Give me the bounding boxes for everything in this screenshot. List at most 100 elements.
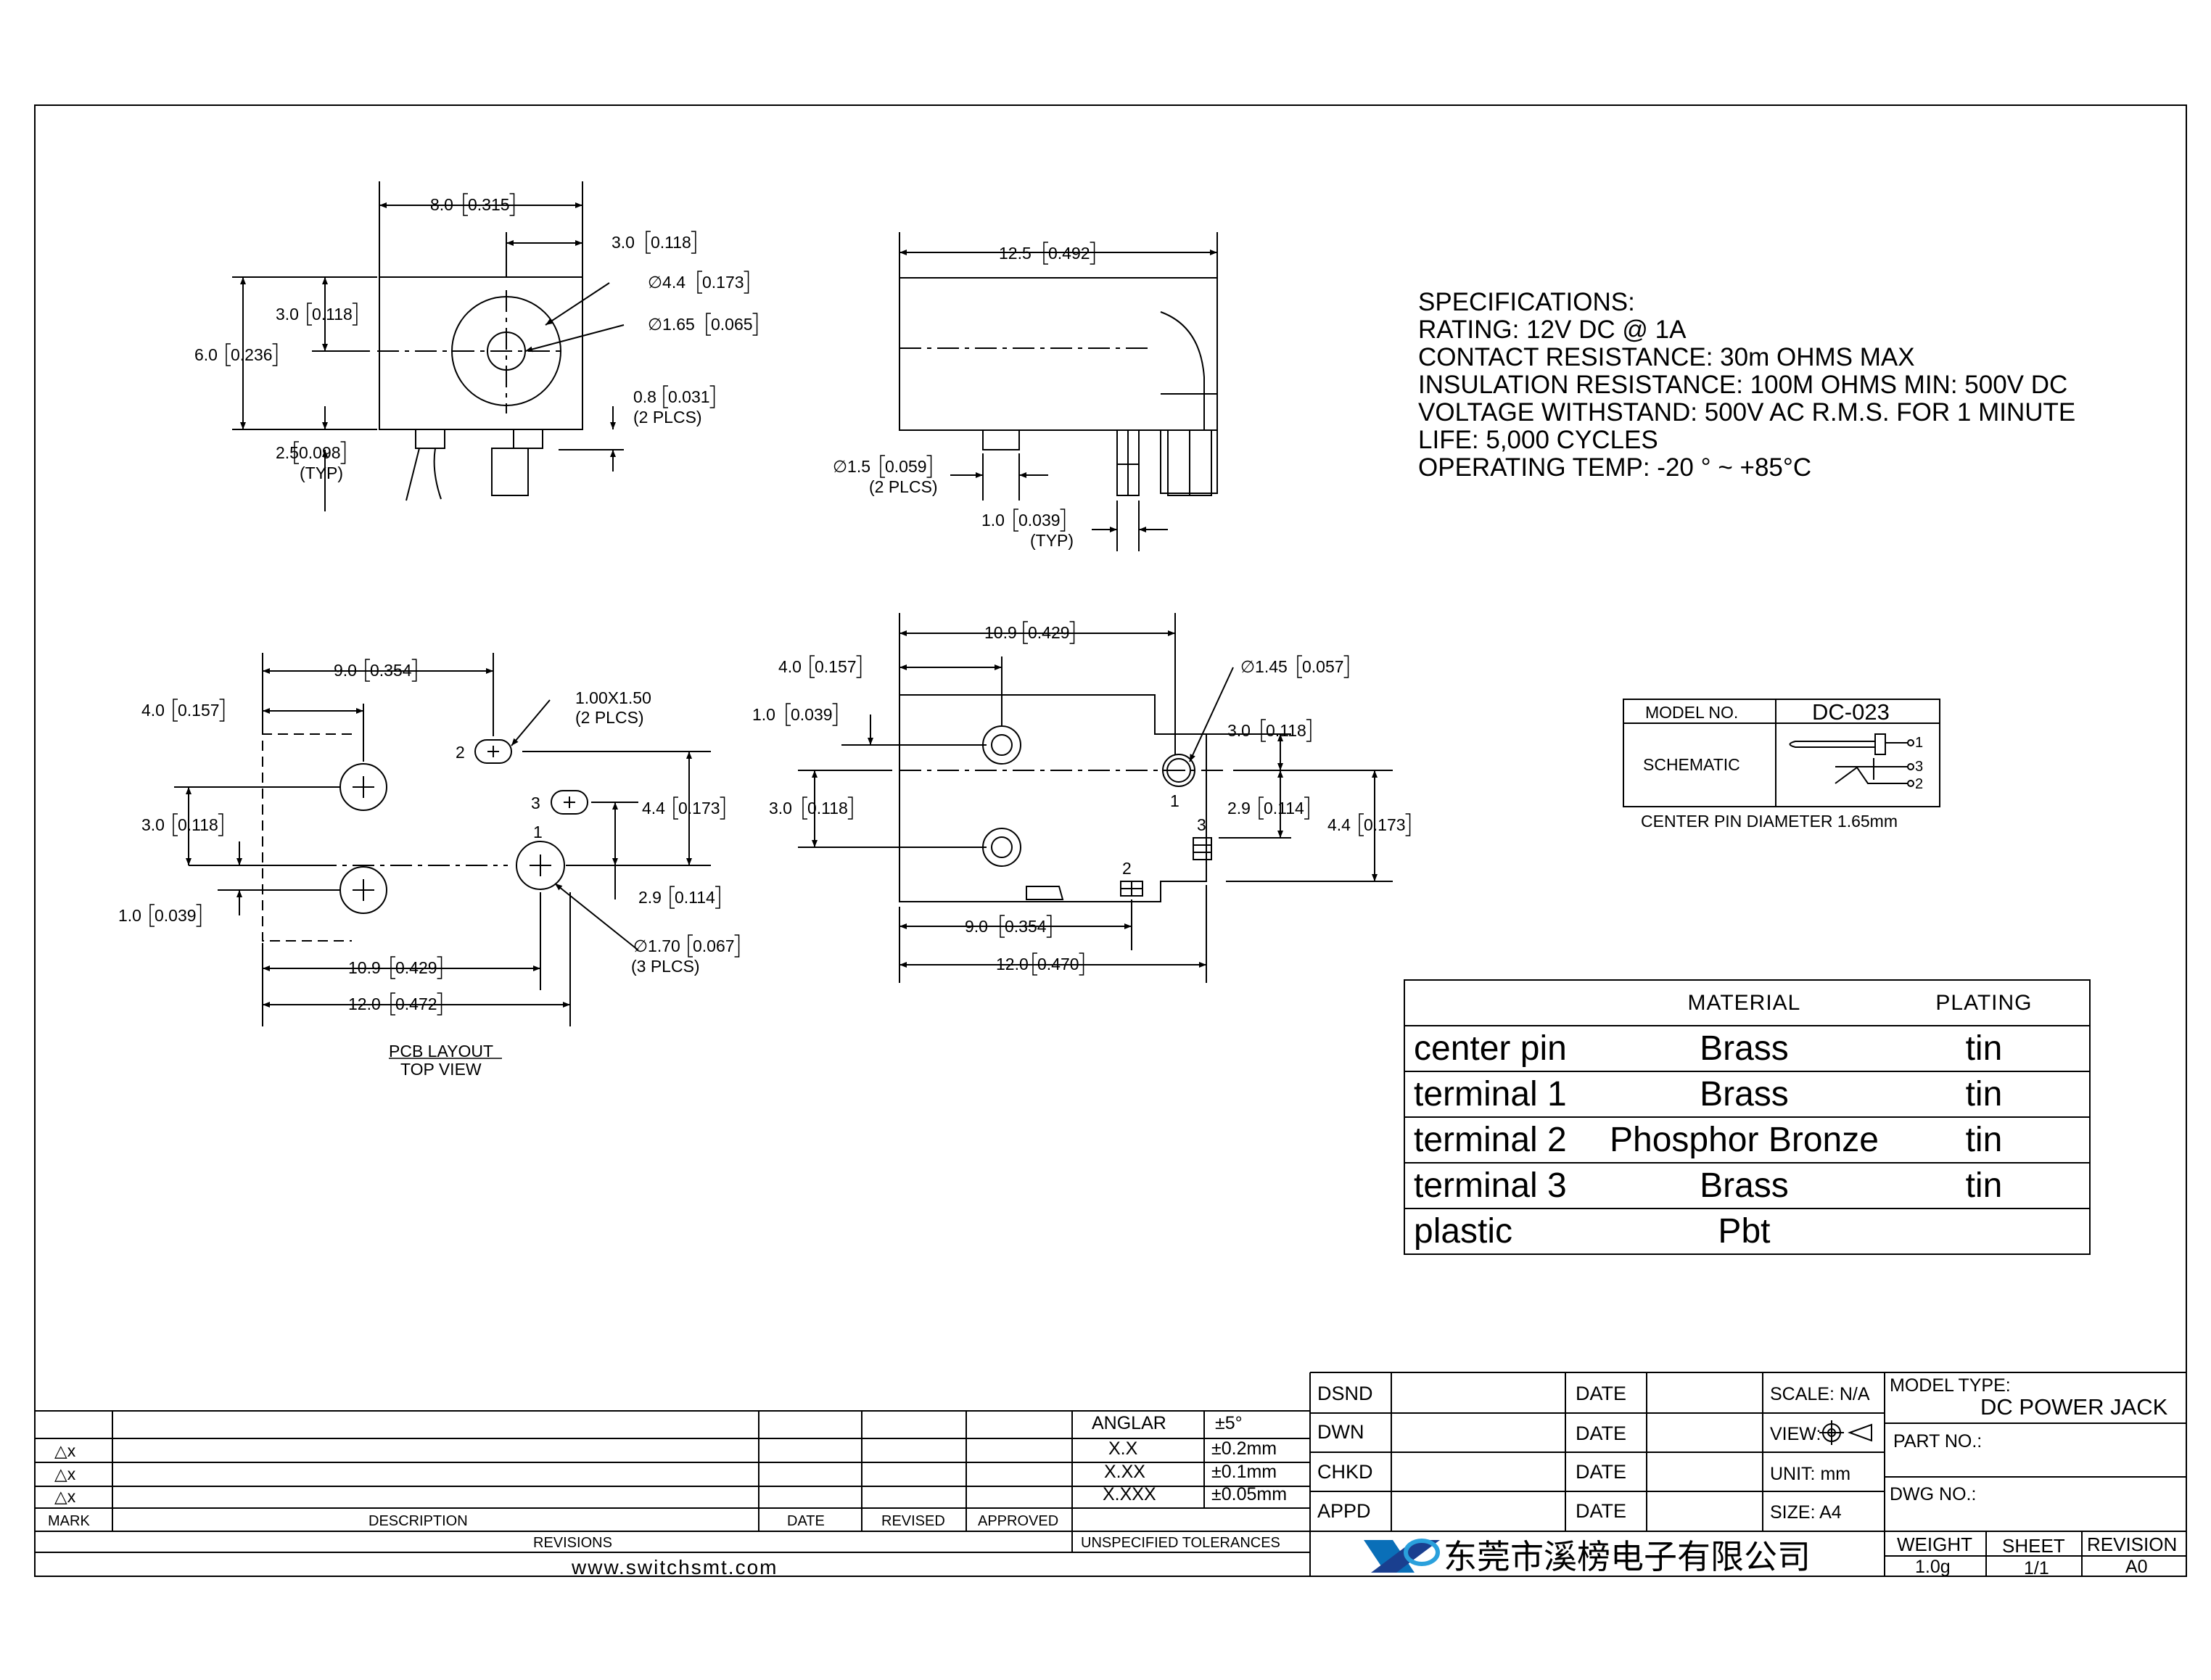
company-name: 东莞市溪榜电子有限公司 xyxy=(1444,1538,1811,1576)
inch-bracket xyxy=(365,659,417,682)
col-revised: REVISED xyxy=(881,1513,945,1529)
date-1: DATE xyxy=(1576,1383,1626,1404)
col-description: DESCRIPTION xyxy=(368,1513,468,1529)
fv-dim-pin-in: 0.031 xyxy=(668,387,710,406)
mark-1: △x xyxy=(54,1441,76,1460)
materials-table: MATERIAL PLATING center pin Brass tin te… xyxy=(1404,979,2091,1255)
schematic-pin-1: 1 xyxy=(1915,735,1923,751)
fv-dim-leg-note: (TYP) xyxy=(300,464,343,482)
spec-voltage-withstand: VOLTAGE WITHSTAND: 500V AC R.M.S. FOR 1 … xyxy=(1418,398,2076,427)
bv-dia-in: 0.057 xyxy=(1302,657,1344,676)
spec-contact-resistance: CONTACT RESISTANCE: 30m OHMS MAX xyxy=(1418,343,1915,371)
inch-bracket xyxy=(294,441,346,464)
tol-anglar: ANGLAR xyxy=(1092,1413,1166,1433)
pcb-hole-in: 0.067 xyxy=(693,936,735,955)
inch-bracket xyxy=(646,231,696,254)
sheet-value: 1/1 xyxy=(2024,1558,2049,1578)
pcb-dim-12: 12.0 xyxy=(348,995,381,1013)
bv-dim-3b-in: 0.118 xyxy=(807,799,848,818)
pcb-dim-109: 10.9 xyxy=(348,958,381,977)
pcb-dim-29: 2.9 xyxy=(638,888,662,907)
sv-dim-pin-note: (TYP) xyxy=(1030,531,1074,550)
tol-xx: X.X xyxy=(1108,1438,1138,1459)
col-mark: MARK xyxy=(48,1513,90,1529)
inch-bracket xyxy=(880,455,932,478)
inch-bracket xyxy=(673,796,725,820)
model-value: DC-023 xyxy=(1812,699,1890,725)
tol-xxx-val: ±0.1mm xyxy=(1211,1462,1277,1482)
bv-dim-4-in: 0.157 xyxy=(815,657,857,676)
inch-bracket xyxy=(663,385,715,408)
spec-life: LIFE: 5,000 CYCLES xyxy=(1418,426,1658,454)
inch-bracket xyxy=(786,703,838,726)
inch-bracket xyxy=(226,343,278,366)
company-logo xyxy=(1364,1539,1440,1573)
inch-bracket xyxy=(1032,952,1084,976)
fv-dim-width-in: 0.315 xyxy=(468,195,510,214)
materials-header: MATERIAL PLATING xyxy=(1404,980,2090,1026)
pcb-slot: 1.00X1.50 xyxy=(575,688,651,707)
bv-dim-44-in: 0.173 xyxy=(1364,815,1406,834)
bv-dim-3b: 3.0 xyxy=(769,799,792,818)
inch-bracket xyxy=(390,992,442,1016)
pcb-title: PCB LAYOUT xyxy=(389,1042,493,1061)
fv-dim-center-in: 0.118 xyxy=(312,305,353,324)
schematic-label: SCHEMATIC xyxy=(1643,755,1740,774)
part-plating: tin xyxy=(1878,1162,2090,1208)
fv-dia-pin: ∅1.65 xyxy=(648,315,695,334)
bv-dim-3a: 3.0 xyxy=(1227,721,1251,740)
pcb-dim-44-in: 0.173 xyxy=(678,799,720,818)
pcb-dim-29-in: 0.114 xyxy=(675,888,715,907)
tol-xxxx-val: ±0.05mm xyxy=(1211,1484,1287,1504)
part-material: Pbt xyxy=(1610,1208,1879,1254)
bv-dim-1-in: 0.039 xyxy=(791,705,833,724)
fv-dim-leg-in: 0.098 xyxy=(299,443,341,462)
revision-value: A0 xyxy=(2125,1557,2148,1577)
tol-xxx: X.XX xyxy=(1104,1462,1145,1482)
tol-xxxx: X.XXX xyxy=(1103,1484,1156,1504)
pcb-dim-12-in: 0.472 xyxy=(395,995,437,1013)
model-type-value: DC POWER JACK xyxy=(1980,1394,2168,1420)
bv-dim-109-in: 0.429 xyxy=(1028,623,1070,642)
table-row: plastic Pbt xyxy=(1404,1208,2090,1254)
inch-bracket xyxy=(1261,719,1312,742)
pcb-dim-3: 3.0 xyxy=(141,815,165,834)
fv-dia-outer-in: 0.173 xyxy=(702,273,744,292)
fv-dim-offset: 3.0 xyxy=(612,233,635,252)
fv-dia-outer: ∅4.4 xyxy=(648,273,685,292)
bv-dim-3a-in: 0.118 xyxy=(1266,721,1306,740)
sign-dwn: DWN xyxy=(1317,1421,1364,1443)
inch-bracket xyxy=(173,699,225,722)
fv-dim-leg: 2.5 xyxy=(276,443,299,462)
title-block xyxy=(35,1372,2186,1576)
pcb-dim-9-in: 0.354 xyxy=(370,661,412,680)
model-type-label: MODEL TYPE: xyxy=(1890,1375,2011,1396)
sv-dim-pin-in: 0.039 xyxy=(1018,511,1061,530)
fv-dim-pin-note: (2 PLCS) xyxy=(633,408,702,427)
pcb-hole-note: (3 PLCS) xyxy=(631,957,700,976)
schematic-pin-2: 2 xyxy=(1915,776,1923,792)
inch-bracket xyxy=(688,934,740,958)
pcb-slot-note: (2 PLCS) xyxy=(575,708,644,727)
spec-insulation-resistance: INSULATION RESISTANCE: 100M OHMS MIN: 50… xyxy=(1418,371,2068,399)
pcb-dim-4: 4.0 xyxy=(141,701,165,720)
bv-dim-44: 4.4 xyxy=(1327,815,1351,834)
mark-2: △x xyxy=(54,1465,76,1483)
inch-bracket xyxy=(1000,915,1052,938)
bv-dim-12: 12.0 xyxy=(996,955,1029,973)
inch-bracket xyxy=(697,271,749,294)
bv-dim-29-in: 0.114 xyxy=(1264,799,1304,818)
sign-appd: APPD xyxy=(1317,1500,1371,1522)
inch-bracket xyxy=(706,313,758,336)
pcb-pin-2: 2 xyxy=(456,743,465,762)
table-row: terminal 3 Brass tin xyxy=(1404,1162,2090,1208)
sv-dia-post: ∅1.5 xyxy=(833,457,870,476)
pcb-pin-3: 3 xyxy=(531,794,540,812)
unit-label: UNIT: mm xyxy=(1770,1464,1850,1484)
pcb-subtitle: TOP VIEW xyxy=(400,1060,482,1079)
bv-dim-29: 2.9 xyxy=(1227,799,1251,818)
bv-dia: ∅1.45 xyxy=(1240,657,1288,676)
website: www.switchsmt.com xyxy=(571,1556,778,1578)
part-plating: tin xyxy=(1878,1025,2090,1071)
